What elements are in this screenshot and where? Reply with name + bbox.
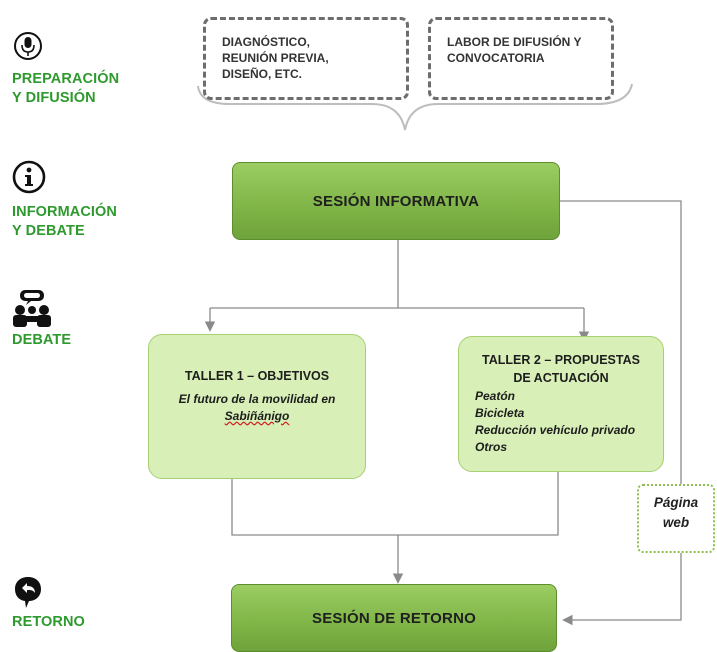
grouping-brace [197,83,633,131]
phase-preparation-label: PREPARACIÓN Y DIFUSIÓN [12,71,120,106]
connector-web-loop [560,200,682,626]
workshop2-title: TALLER 2 – PROPUESTAS DE ACTUACIÓN [482,353,640,385]
microphone-icon [14,30,42,67]
workshop2-items: Peatón Bicicleta Reducción vehículo priv… [459,388,663,456]
connector-workshop2-out [398,470,559,536]
phase-debate-label: DEBATE [12,332,72,348]
preparation-box-outreach: LABOR DE DIFUSIÓN Y CONVOCATORIA [428,17,614,100]
return-session-label: SESIÓN DE RETORNO [312,609,476,627]
info-session-label: SESIÓN INFORMATIVA [312,192,480,210]
workshop1-box: TALLER 1 – OBJETIVOS El futuro de la mov… [148,334,366,479]
phase-return-label: RETORNO [12,614,85,630]
list-item: Bicicleta [475,406,525,420]
workshop1-title: TALLER 1 – OBJETIVOS [184,369,330,383]
connector-workshop1-out [231,478,398,536]
list-item: Peatón [475,389,516,403]
web-page-box: Página web [637,484,715,553]
workshop2-box: TALLER 2 – PROPUESTAS DE ACTUACIÓN Peató… [458,336,664,472]
return-session-box: SESIÓN DE RETORNO [231,584,557,652]
info-session-box: SESIÓN INFORMATIVA [232,162,560,240]
phase-information-label: INFORMACIÓN Y DEBATE [12,204,118,239]
workshop1-subtitle: El futuro de la movilidad en Sabiñánigo [178,392,336,423]
preparation-box-diagnosis: DIAGNÓSTICO, REUNIÓN PREVIA, DISEÑO, ETC… [203,17,409,100]
info-icon [12,160,46,199]
debate-icon [12,290,52,333]
list-item: Otros [475,440,508,454]
return-icon [14,575,42,616]
list-item: Reducción vehículo privado [475,423,636,437]
